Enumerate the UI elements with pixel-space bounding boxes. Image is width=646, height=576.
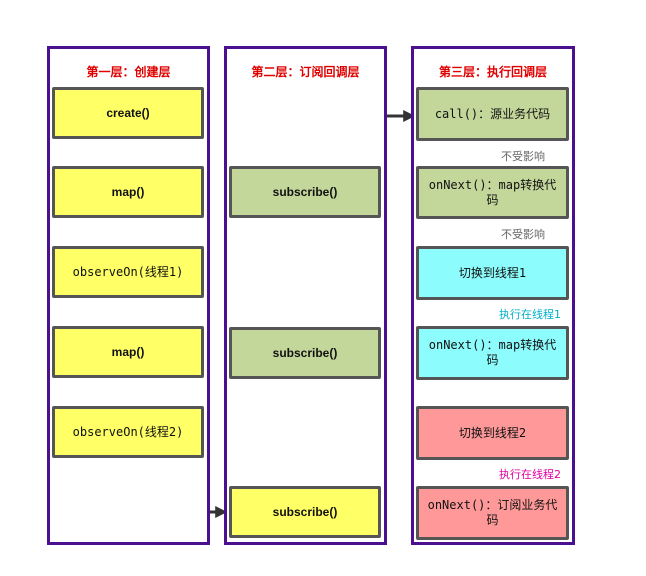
map-node-2: map(): [52, 326, 204, 378]
switch-thread2-node: 切换到线程2: [416, 406, 569, 460]
note-exec-thread1: 执行在线程1: [499, 308, 561, 321]
note-exec-thread2: 执行在线程2: [499, 468, 561, 481]
subscribe-node-3: subscribe(): [229, 486, 381, 538]
layer-subscribe-title: 第二层：订阅回调层: [251, 65, 360, 79]
onnext-subscribe-node: onNext()：订阅业务代码: [416, 486, 569, 540]
switch-thread1-node: 切换到线程1: [416, 246, 569, 300]
call-source-node: call()：源业务代码: [416, 87, 569, 141]
observeon-thread1-node: observeOn(线程1): [52, 246, 204, 298]
subscribe-node-1: subscribe(): [229, 166, 381, 218]
onnext-map-node-2: onNext()：map转换代码: [416, 326, 569, 380]
onnext-map-node-1: onNext()：map转换代码: [416, 166, 569, 219]
layer-create-title: 第一层：创建层: [86, 65, 171, 79]
layer-execute-title: 第三层：执行回调层: [438, 65, 547, 79]
subscribe-node-2: subscribe(): [229, 327, 381, 379]
note-unaffected-1: 不受影响: [501, 150, 545, 163]
create-node: create(): [52, 87, 204, 139]
observeon-thread2-node: observeOn(线程2): [52, 406, 204, 458]
map-node-1: map(): [52, 166, 204, 218]
layer-subscribe-panel: 第二层：订阅回调层: [224, 46, 387, 545]
note-unaffected-2: 不受影响: [501, 228, 545, 241]
